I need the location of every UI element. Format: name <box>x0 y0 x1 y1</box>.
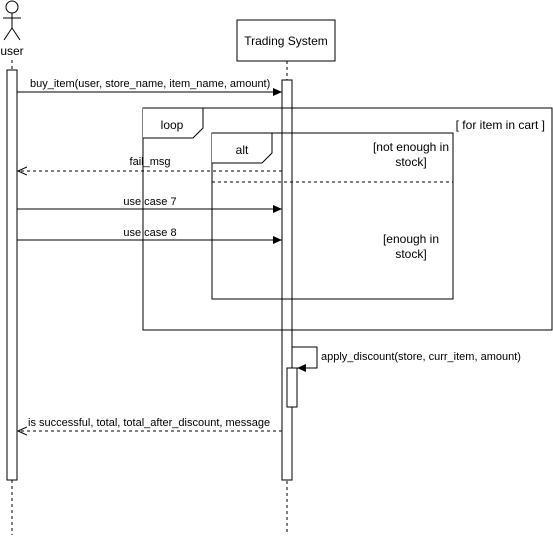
loop-frame <box>142 107 553 331</box>
trading-system-label: Trading System <box>244 34 328 48</box>
alt-operator-tab <box>212 132 273 164</box>
result-label: is successful, total, total_after_discou… <box>28 417 270 429</box>
participant-trading-system: Trading System <box>236 19 336 62</box>
user-activation-bar <box>6 69 18 481</box>
message-use-case-8: use case 8 <box>17 227 282 244</box>
message-use-case-7: use case 7 <box>17 196 282 213</box>
loop-guard: [ for item in cart ] <box>456 118 545 132</box>
fail-msg-label: fail_msg <box>130 156 171 168</box>
actor-user: user <box>0 0 24 58</box>
apply-discount-label: apply_discount(store, curr_item, amount) <box>321 351 521 363</box>
loop-operator-tab <box>143 107 204 139</box>
buy-item-label: buy_item(user, store_name, item_name, am… <box>30 78 270 90</box>
alt-guard-1-line-2: stock] <box>395 155 426 169</box>
alt-frame <box>211 132 454 300</box>
actor-icon <box>3 0 21 41</box>
message-fail-msg: fail_msg <box>18 156 282 171</box>
use-case-7-label: use case 7 <box>123 196 176 208</box>
loop-operator-label: loop <box>161 118 184 132</box>
use-case-8-label: use case 8 <box>123 227 176 239</box>
message-buy-item: buy_item(user, store_name, item_name, am… <box>17 78 282 96</box>
message-result: is successful, total, total_after_discou… <box>18 417 282 431</box>
trading-system-activation-bar <box>281 79 293 481</box>
apply-discount-activation-bar <box>286 367 298 408</box>
alt-operator-label: alt <box>236 143 249 157</box>
loop-fragment: loop [ for item in cart ] <box>142 107 553 331</box>
trading-system-box <box>236 19 336 62</box>
alt-fragment: alt [not enough in stock] [enough in sto… <box>211 132 454 300</box>
message-apply-discount: apply_discount(store, curr_item, amount) <box>286 346 521 408</box>
actor-label: user <box>0 44 23 58</box>
alt-guard-2-line-2: stock] <box>395 247 426 261</box>
alt-guard-1-line-1: [not enough in <box>373 140 449 154</box>
alt-guard-2-line-1: [enough in <box>383 232 439 246</box>
apply-discount-arrow <box>292 346 318 372</box>
